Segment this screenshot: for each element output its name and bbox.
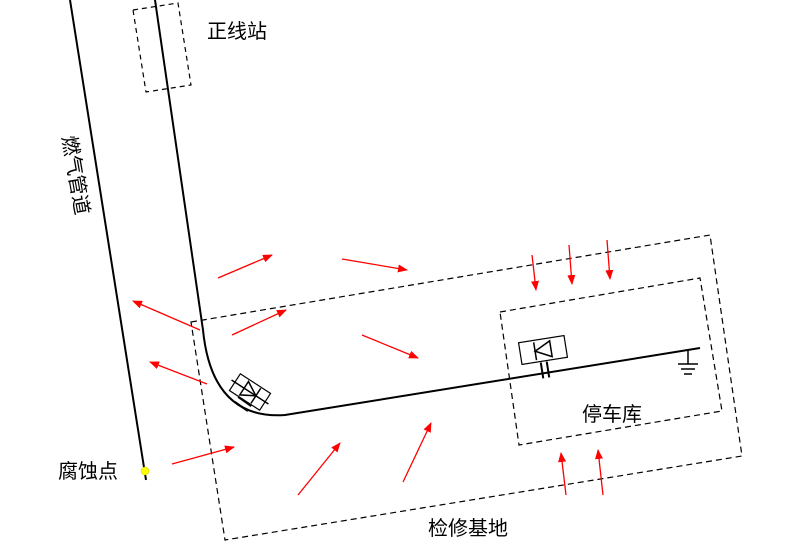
main-line-station-box [132, 2, 192, 93]
ground-symbol [678, 350, 698, 375]
parking-depot-box [499, 277, 723, 446]
gas-pipeline-line [69, 0, 147, 481]
main-line-station-label: 正线站 [207, 19, 267, 43]
capacitor-symbol [234, 396, 252, 412]
corrosion-point-marker [140, 466, 150, 476]
capacitor-symbol [539, 361, 551, 379]
corrosion-point-label: 腐蚀点 [58, 459, 118, 483]
maintenance-base-label: 检修基地 [428, 516, 508, 540]
gas-pipeline-label: 燃气管道 [57, 134, 95, 217]
diode-symbol [517, 334, 569, 366]
maintenance-base-box [190, 234, 743, 541]
parking-depot-label: 停车库 [582, 402, 642, 426]
stray-current-arrows [132, 239, 614, 496]
rail-track [154, 0, 701, 417]
